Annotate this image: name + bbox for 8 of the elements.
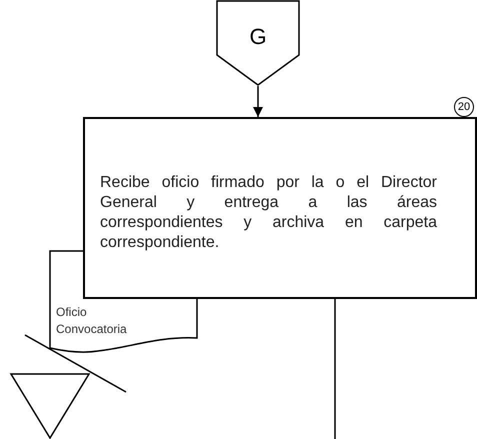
archive-triangle — [10, 373, 90, 439]
document-name: Oficio Convocatoria — [56, 304, 128, 338]
arrow — [253, 86, 263, 117]
step-description: Recibe oficio firmado por la o el Director General y entrega a las áreas correspondientes y archiva en carpeta correspondiente. — [100, 173, 437, 253]
connector-line — [334, 299, 336, 439]
off-page-connector — [216, 0, 300, 86]
connector-letter: G — [248, 24, 268, 50]
step-number: 20 — [454, 97, 474, 117]
